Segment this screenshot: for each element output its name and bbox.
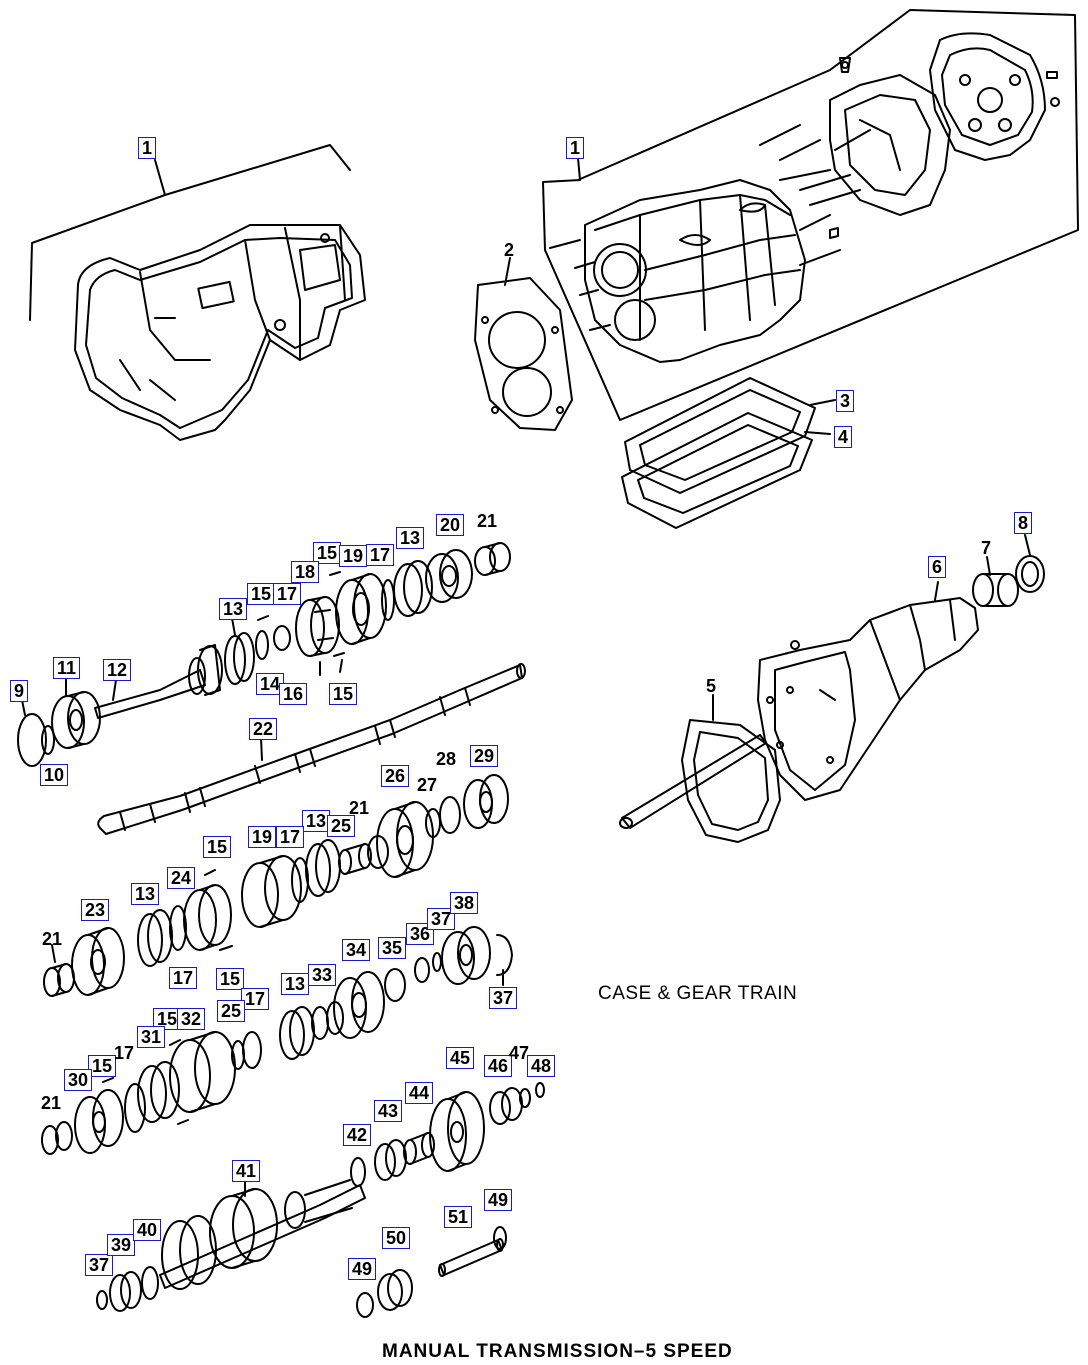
callout-38[interactable]: 38 bbox=[450, 892, 479, 914]
callout-39[interactable]: 39 bbox=[107, 1234, 136, 1256]
callout-23[interactable]: 23 bbox=[81, 899, 110, 921]
callout-1-left[interactable]: 1 bbox=[138, 137, 157, 159]
callout-45[interactable]: 45 bbox=[446, 1047, 475, 1069]
callout-21-b: 21 bbox=[349, 798, 370, 818]
callout-40[interactable]: 40 bbox=[133, 1219, 162, 1241]
callout-8[interactable]: 8 bbox=[1014, 512, 1033, 534]
callout-13-e[interactable]: 13 bbox=[281, 973, 310, 995]
callout-7: 7 bbox=[981, 538, 992, 558]
callout-10[interactable]: 10 bbox=[40, 764, 69, 786]
callout-47: 47 bbox=[509, 1043, 530, 1063]
callout-25-b[interactable]: 25 bbox=[217, 1000, 246, 1022]
callout-21-c: 21 bbox=[42, 929, 63, 949]
callout-3[interactable]: 3 bbox=[836, 390, 855, 412]
callout-13-b[interactable]: 13 bbox=[396, 527, 425, 549]
callout-37-b[interactable]: 37 bbox=[489, 987, 518, 1009]
callout-18[interactable]: 18 bbox=[291, 561, 320, 583]
lower-gear-row bbox=[41, 926, 513, 1155]
transmission-case-left bbox=[29, 144, 366, 441]
left-gear-cluster bbox=[43, 884, 232, 997]
callout-33[interactable]: 33 bbox=[308, 964, 337, 986]
callout-15-a[interactable]: 15 bbox=[313, 542, 342, 564]
callout-46[interactable]: 46 bbox=[484, 1055, 513, 1077]
callout-50[interactable]: 50 bbox=[382, 1227, 411, 1249]
callout-20[interactable]: 20 bbox=[436, 514, 465, 536]
callout-49-a[interactable]: 49 bbox=[484, 1189, 513, 1211]
callout-31[interactable]: 31 bbox=[137, 1026, 166, 1048]
callout-44[interactable]: 44 bbox=[405, 1082, 434, 1104]
extension-gasket bbox=[619, 694, 781, 843]
callout-27: 27 bbox=[417, 775, 438, 795]
callout-25-a[interactable]: 25 bbox=[327, 815, 356, 837]
callout-13-c[interactable]: 13 bbox=[302, 810, 331, 832]
callout-16[interactable]: 16 bbox=[279, 683, 308, 705]
callout-15-e[interactable]: 15 bbox=[216, 968, 245, 990]
callout-17-b[interactable]: 17 bbox=[366, 544, 395, 566]
transmission-case-right bbox=[542, 9, 1079, 421]
callout-37-c[interactable]: 37 bbox=[85, 1254, 114, 1276]
output-shaft bbox=[97, 663, 526, 835]
callout-1-right[interactable]: 1 bbox=[566, 137, 585, 159]
callout-15-b[interactable]: 15 bbox=[247, 583, 276, 605]
callout-49-b[interactable]: 49 bbox=[348, 1258, 377, 1280]
callout-13-d[interactable]: 13 bbox=[131, 883, 160, 905]
callout-11[interactable]: 11 bbox=[53, 657, 81, 679]
callout-15-c[interactable]: 15 bbox=[329, 683, 358, 705]
callout-5: 5 bbox=[706, 676, 717, 696]
callout-41[interactable]: 41 bbox=[232, 1160, 261, 1182]
callout-28: 28 bbox=[436, 749, 457, 769]
front-case-gasket bbox=[474, 257, 573, 431]
callout-19-a[interactable]: 19 bbox=[339, 545, 368, 567]
callout-13-a[interactable]: 13 bbox=[219, 598, 248, 620]
callout-34[interactable]: 34 bbox=[342, 939, 371, 961]
callout-17-e[interactable]: 17 bbox=[241, 988, 270, 1010]
callout-19-b[interactable]: 19 bbox=[248, 826, 277, 848]
section-title: CASE & GEAR TRAIN bbox=[598, 983, 798, 1004]
callout-21-a: 21 bbox=[477, 511, 498, 531]
callout-22[interactable]: 22 bbox=[249, 718, 278, 740]
extension-housing bbox=[757, 534, 1045, 801]
callout-12[interactable]: 12 bbox=[103, 659, 132, 681]
callout-32[interactable]: 32 bbox=[177, 1008, 206, 1030]
callout-6[interactable]: 6 bbox=[928, 556, 947, 578]
callout-15-d[interactable]: 15 bbox=[203, 836, 232, 858]
callout-42[interactable]: 42 bbox=[343, 1124, 372, 1146]
callout-37-a[interactable]: 37 bbox=[427, 908, 456, 930]
callout-35[interactable]: 35 bbox=[378, 937, 407, 959]
callout-15-g[interactable]: 15 bbox=[88, 1055, 117, 1077]
callout-43[interactable]: 43 bbox=[374, 1100, 403, 1122]
callout-24[interactable]: 24 bbox=[167, 867, 196, 889]
callout-21-d: 21 bbox=[41, 1093, 62, 1113]
callout-4[interactable]: 4 bbox=[834, 426, 853, 448]
callout-30[interactable]: 30 bbox=[64, 1069, 93, 1091]
bottom-cover-and-gasket bbox=[621, 377, 836, 529]
callout-26[interactable]: 26 bbox=[381, 765, 410, 787]
countershaft-assembly bbox=[96, 1082, 545, 1318]
middle-gear-row bbox=[204, 774, 509, 951]
callout-29[interactable]: 29 bbox=[470, 745, 499, 767]
mainshaft-upper-assembly bbox=[17, 542, 511, 767]
diagram-title: MANUAL TRANSMISSION–5 SPEED bbox=[382, 1341, 733, 1362]
callout-2: 2 bbox=[504, 240, 515, 260]
callout-51[interactable]: 51 bbox=[444, 1206, 473, 1228]
callout-48[interactable]: 48 bbox=[527, 1055, 556, 1077]
callout-17-a[interactable]: 17 bbox=[273, 583, 302, 605]
callout-17-d[interactable]: 17 bbox=[169, 967, 198, 989]
callout-17-c[interactable]: 17 bbox=[276, 826, 305, 848]
callout-17-f: 17 bbox=[114, 1043, 135, 1063]
callout-9[interactable]: 9 bbox=[10, 680, 29, 702]
